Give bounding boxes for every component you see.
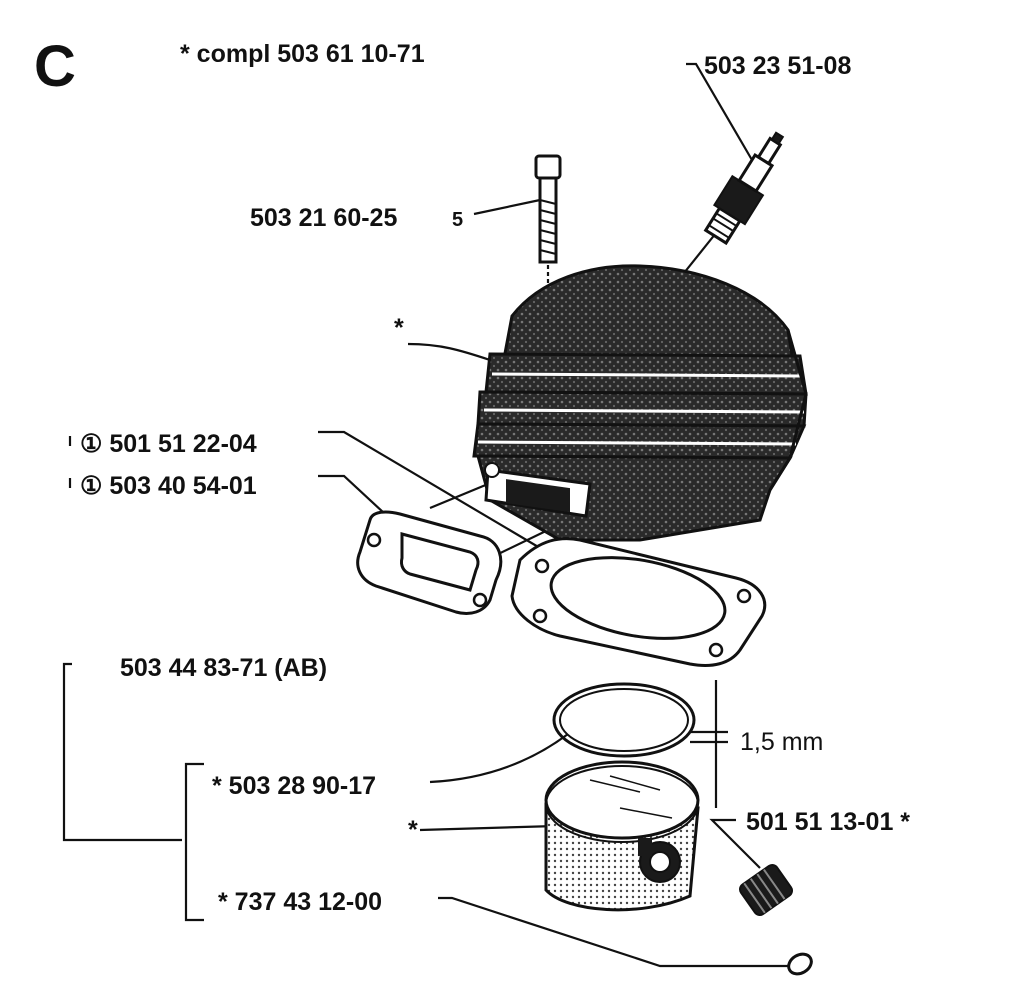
leader-exhaust-gasket [318,474,399,527]
label-bearing: 501 51 13-01 * [746,808,910,836]
label-cylinder-star: * [394,314,404,342]
leader-bolt [473,198,541,216]
bracket-piston-kit [62,662,182,842]
cylinder-base-gasket-drawing [510,537,767,667]
cylinder-bolt-drawing [534,154,562,264]
leader-circlip [438,896,790,968]
exhaust-gasket-drawing [356,510,503,615]
label-spark-plug: 503 23 51-08 [704,52,851,80]
spark-plug-drawing [703,131,785,246]
label-complete-assembly: * compl 503 61 10-71 [180,40,425,68]
bracket-piston-parts [184,762,204,922]
label-piston-star: * [408,816,418,844]
label-bolt: 503 21 60-25 [250,204,397,232]
cylinder-drawing [472,264,808,542]
leader-piston-ring [429,733,569,784]
port-link-line [429,482,489,510]
label-circlip: * 737 43 12-00 [218,888,382,916]
leader-bearing [709,818,761,869]
piston-ring-drawing [552,682,696,758]
label-exhaust-gasket: ① 503 40 54-01 [80,472,257,500]
piston-drawing [544,760,700,912]
section-letter: C [34,34,76,99]
label-ring-thickness: 1,5 mm [740,728,823,756]
leader-piston [419,824,557,832]
label-piston-ring: * 503 28 90-17 [212,772,376,800]
needle-bearing-drawing [739,863,793,917]
label-bolt-mark: 5 [452,209,463,231]
label-piston-kit: 503 44 83-71 (AB) [120,654,327,682]
label-cylinder-gasket: ① 501 51 22-04 [80,430,257,458]
leader-spark-plug [686,62,753,161]
leader-cylinder-gasket [318,430,541,549]
leader-cylinder [407,342,491,362]
circlip-drawing [787,952,813,976]
